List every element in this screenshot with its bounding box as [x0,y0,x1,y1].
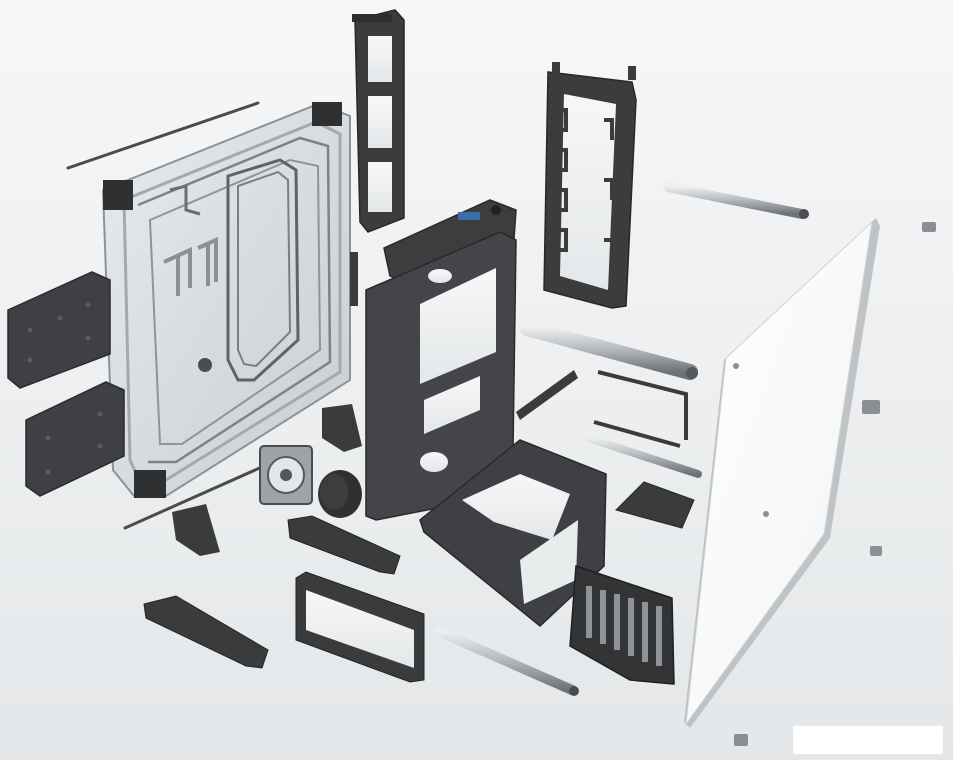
psu-shroud-cage [419,439,607,627]
small-strip [350,252,358,306]
footer-box [793,726,943,754]
rail-bracket-2 [593,370,688,448]
radiator-bracket-lower [25,381,125,497]
front-io-frame [295,571,425,683]
rod-d [435,627,579,696]
thumb-screws [733,222,936,746]
rod-b [519,320,698,380]
case-foot-right [287,515,401,575]
rear-frame-bracket [543,62,637,309]
small-cover-plate [615,481,695,529]
fan-frame [259,445,313,505]
motherboard-tray-frame [365,199,517,522]
white-side-panel [684,218,880,728]
acrylic-distribution-plate [101,102,351,498]
rod-a [663,182,809,219]
drive-cage [569,564,675,685]
radiator-bracket-upper [7,271,111,389]
rail-bracket-1 [516,370,578,420]
gpu-vertical-bracket [352,9,405,233]
case-foot-left [143,595,269,669]
thin-rod-top [66,101,260,170]
pump-cylinder [318,470,362,518]
small-bracket-a [322,404,362,452]
rod-c [584,434,702,478]
small-bracket-b [172,504,220,556]
